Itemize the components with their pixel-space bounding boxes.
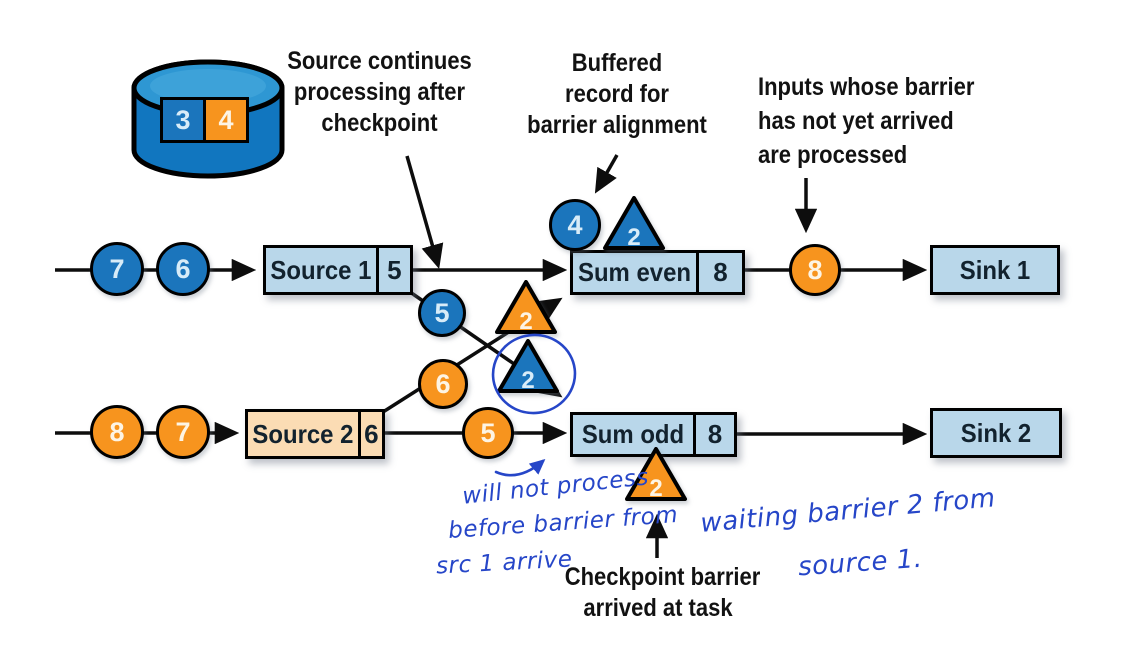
barrier-triangle-blue-buffered: 2 [602, 193, 666, 253]
record-circle-blue-4-buffered: 4 [549, 199, 601, 251]
handwriting-source1: source 1. [797, 543, 924, 583]
handwriting-waiting-barrier: waiting barrier 2 from [699, 483, 997, 539]
db-slot-orange: 4 [203, 97, 249, 143]
annotation-arrow-buffered-record [594, 154, 619, 194]
record-circle-orange-8-processed: 8 [789, 244, 841, 296]
db-slot-blue: 3 [160, 97, 206, 143]
sink2-label: Sink 2 [960, 417, 1032, 448]
sink1-box: Sink 1 [930, 245, 1060, 295]
source2-box: Source 2 6 [245, 409, 385, 459]
sum-even-label: Sum even [577, 257, 691, 287]
barrier-triangle-orange-to-sumeven: 2 [494, 277, 558, 337]
source2-buffer-cell: 6 [357, 412, 382, 456]
record-circle-blue-6: 6 [156, 242, 210, 296]
sum-even-buffer-cell: 8 [696, 253, 742, 292]
handwriting-src1-arrive: src 1 arrive [435, 546, 574, 580]
source1-label: Source 1 [270, 254, 372, 285]
source1-box: Source 1 5 [263, 245, 413, 295]
record-circle-blue-7: 7 [90, 242, 144, 296]
record-circle-orange-8: 8 [90, 405, 144, 459]
handwriting-before-barrier-from: before barrier from [447, 501, 679, 545]
record-circle-orange-5-inflight: 5 [462, 407, 514, 459]
database-state: 3 4 [160, 97, 249, 143]
ink-arrow-to-sumodd [494, 458, 546, 477]
source2-label: Source 2 [252, 418, 354, 449]
sum-odd-label: Sum odd [581, 419, 685, 449]
sum-even-box: Sum even 8 [570, 250, 745, 295]
sink2-box: Sink 2 [930, 408, 1062, 458]
annotation-checkpoint-arrived: Checkpoint barrier arrived at task [564, 563, 761, 622]
annotation-source-continues: Source continues processing after checkp… [287, 47, 472, 137]
record-circle-orange-6-inflight: 6 [418, 359, 468, 409]
record-circle-blue-5-inflight: 5 [418, 289, 466, 337]
record-circle-orange-7: 7 [156, 405, 210, 459]
triangle-shape [603, 196, 665, 250]
handwriting-will-not-process: will not process [461, 464, 651, 510]
barrier-triangle-blue-to-sumodd: 2 [496, 336, 560, 396]
annotation-buffered-record: Buffered record for barrier alignment [527, 49, 707, 139]
sum-odd-buffer-cell: 8 [693, 415, 734, 454]
source1-buffer-cell: 5 [375, 248, 410, 292]
barrier-triangle-orange-arrived: 2 [624, 444, 688, 504]
sink1-label: Sink 1 [959, 254, 1031, 285]
annotation-inputs-processed: Inputs whose barrier has not yet arrived… [758, 73, 975, 169]
triangle-shape [625, 447, 687, 501]
